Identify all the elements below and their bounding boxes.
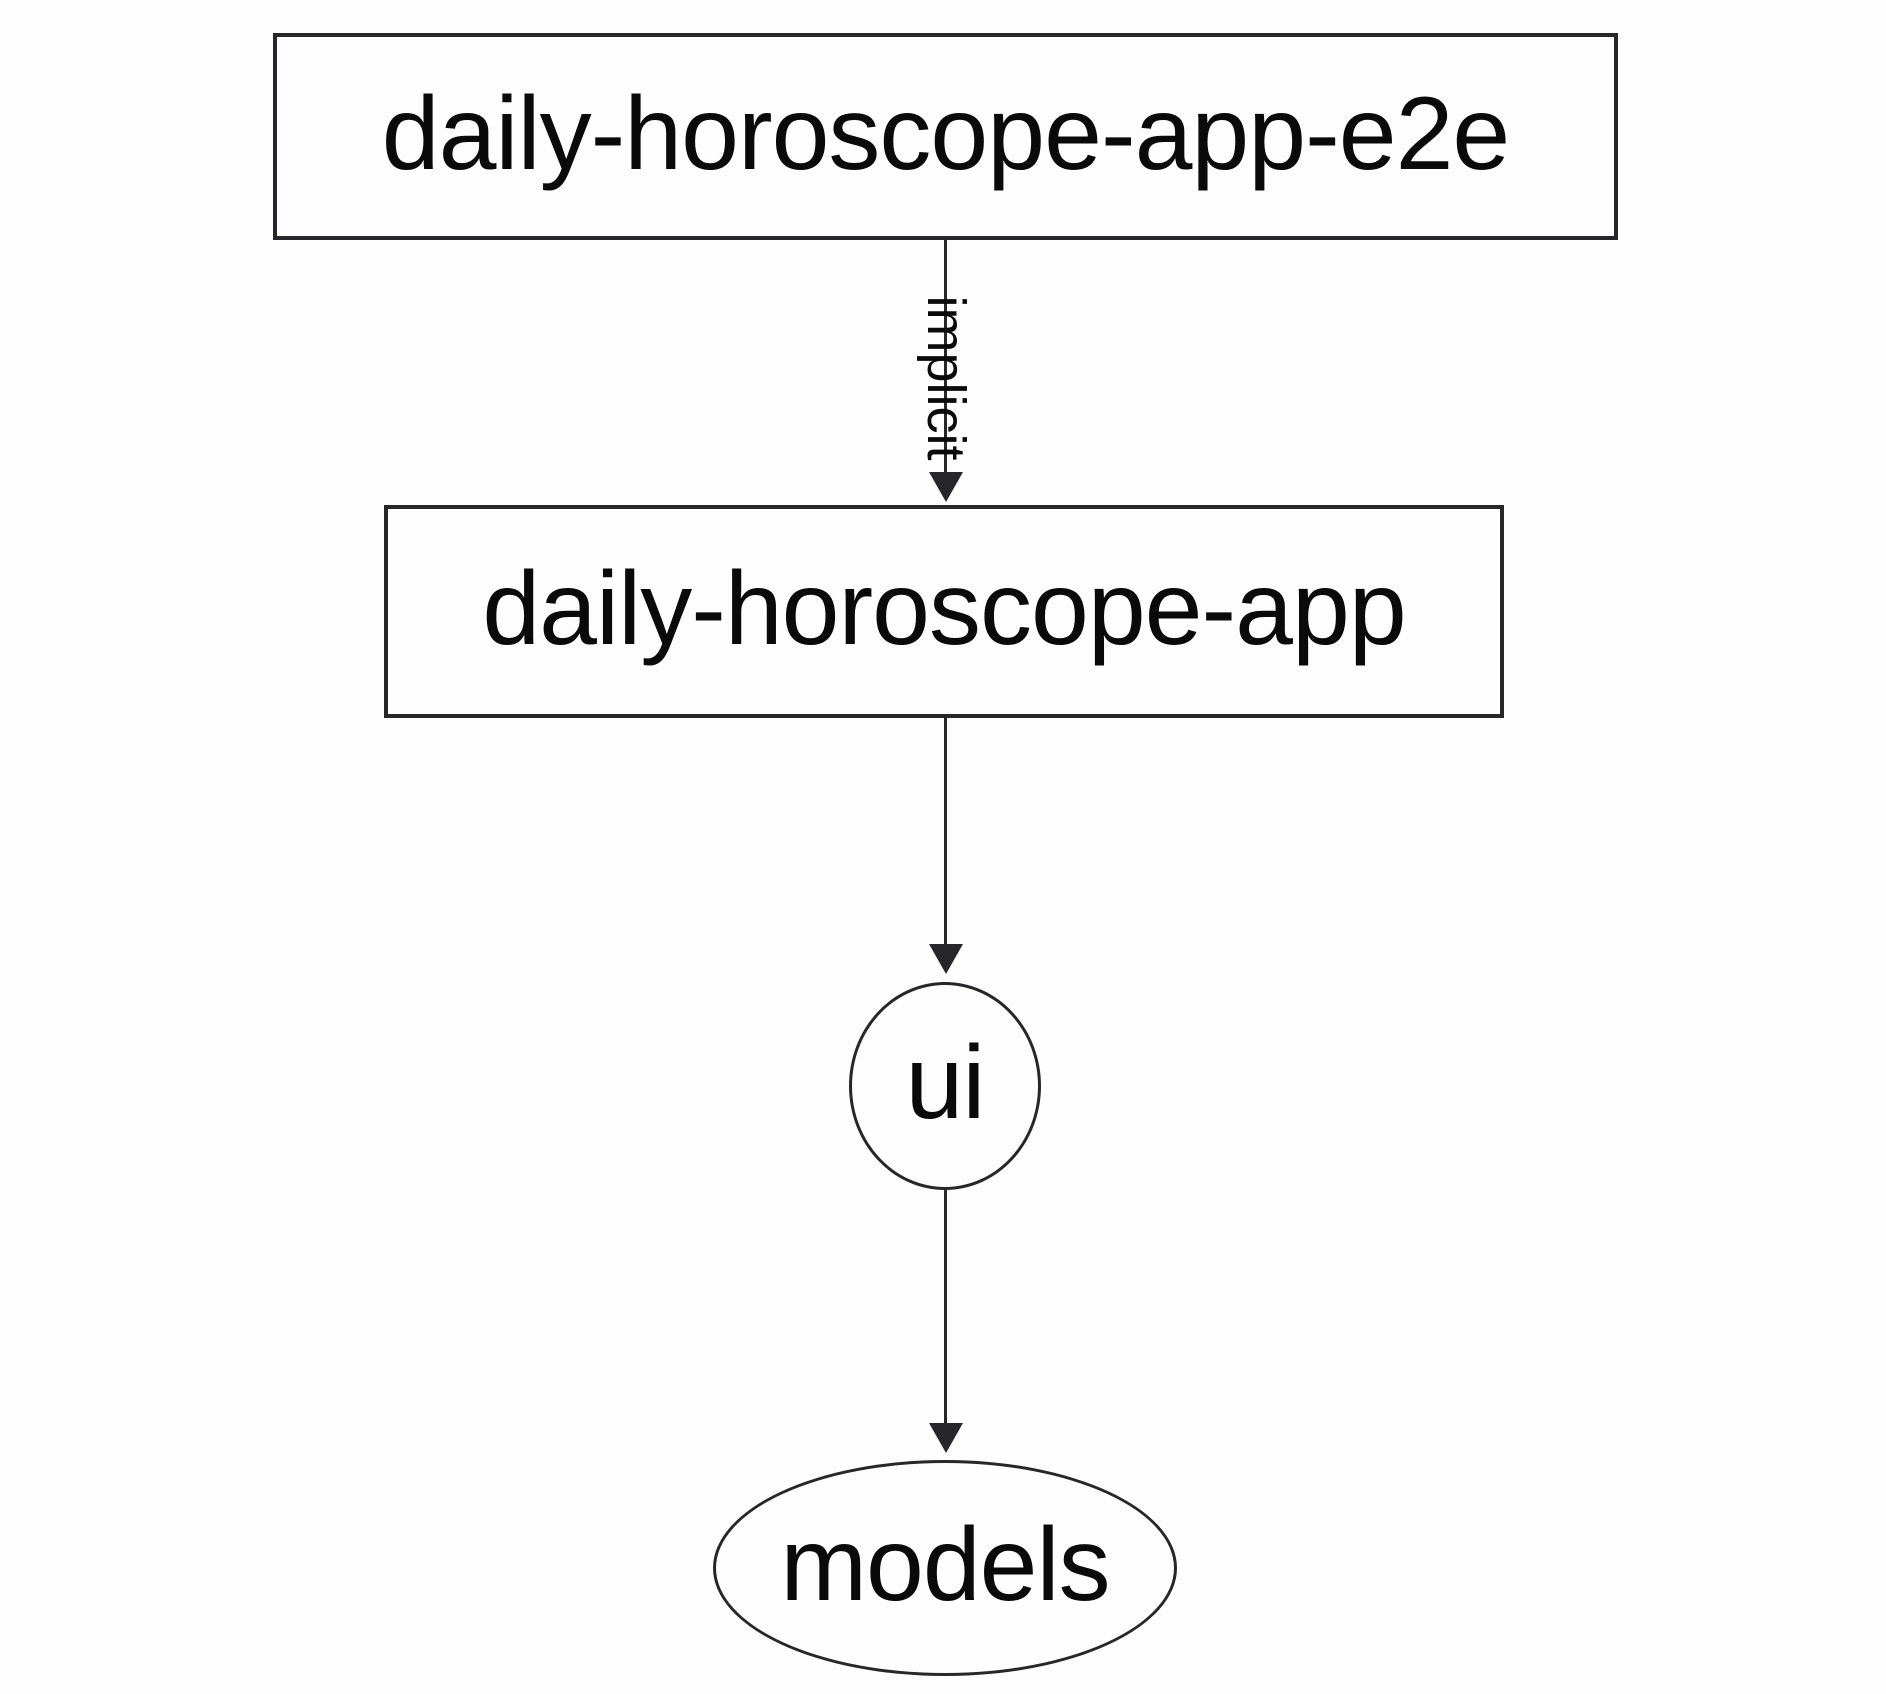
- node-daily-horoscope-app[interactable]: daily-horoscope-app: [384, 505, 1504, 718]
- edge-ui-to-models-line: [944, 1190, 947, 1423]
- edge-e2e-to-app-line: [944, 240, 947, 474]
- node-label-models: models: [780, 1507, 1110, 1623]
- edge-label-implicit: implicit: [916, 295, 976, 461]
- arrowhead-icon: [929, 944, 963, 974]
- node-daily-horoscope-app-e2e[interactable]: daily-horoscope-app-e2e: [273, 33, 1618, 240]
- node-label-daily-horoscope-app-e2e: daily-horoscope-app-e2e: [381, 75, 1510, 192]
- node-label-daily-horoscope-app: daily-horoscope-app: [482, 550, 1406, 667]
- node-label-ui: ui: [905, 1025, 986, 1141]
- arrowhead-icon: [929, 1423, 963, 1453]
- edge-app-to-ui-line: [944, 718, 947, 944]
- arrowhead-icon: [929, 472, 963, 502]
- node-models[interactable]: models: [713, 1460, 1177, 1676]
- node-ui[interactable]: ui: [849, 982, 1041, 1190]
